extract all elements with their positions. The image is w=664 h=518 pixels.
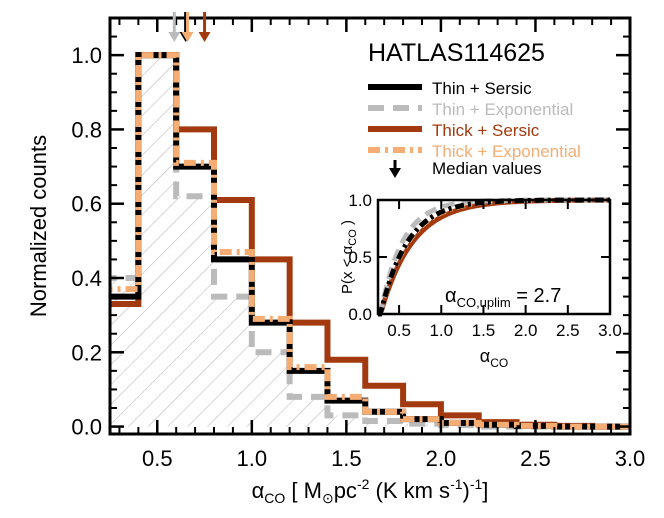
inset-background (366, 198, 622, 316)
main-axes (108, 16, 632, 436)
inset-x-tick-label: 2.5 (556, 321, 580, 340)
plot-frame (108, 16, 632, 436)
y-tick-label: 0.6 (71, 192, 102, 217)
inset-series-thin-exponential (377, 197, 610, 317)
legend-label-median: Median values (432, 159, 542, 178)
x-tick-label: 1.0 (237, 446, 268, 471)
inset-y-tick-label: 1.0 (348, 191, 372, 210)
legend-label: Thick + Sersic (432, 121, 540, 140)
y-tick-label: 0.8 (71, 117, 102, 142)
legend-label: Thick + Exponential (432, 142, 581, 161)
y-tick-label: 0.0 (71, 415, 102, 440)
inset-y-tick-label: 0.0 (348, 305, 372, 324)
inset-annotation: αCO,uplim = 2.7 (445, 285, 561, 310)
inset-x-axis-label: αCO (480, 346, 508, 370)
median-arrow-thin-exponential (168, 12, 181, 42)
x-axis-label: αCO [ M⊙pc-2 (K km s-1)-1] (252, 476, 489, 506)
series-thin-exponential (110, 52, 630, 430)
inset-x-tick-label: 0.5 (387, 321, 411, 340)
inset-tick-labels: 0.5 1.0 1.5 2.0 2.5 3.0 0.0 0.5 1.0 (348, 191, 621, 340)
inset-series-thin-sersic (377, 197, 610, 317)
arrow-head (389, 168, 401, 178)
inset-chart: 0.5 1.0 1.5 2.0 2.5 3.0 0.0 0.5 1.0 αCO,uplim = … (339, 191, 622, 370)
legend-label: Thin + Sersic (432, 79, 532, 98)
inset-y-tick-label: 0.5 (348, 248, 372, 267)
inset-y-axis-label: P(x < αCO ) (339, 220, 359, 294)
tick-labels: 0.5 1.0 1.5 2.0 2.5 3.0 0.0 0.2 0.4 0.6 0.8 1.0 (71, 43, 645, 471)
x-tick-label: 1.5 (331, 446, 362, 471)
median-arrows (168, 12, 211, 42)
arrow-head (168, 32, 181, 42)
median-arrow-thick-sersic (198, 12, 211, 42)
y-tick-label: 0.4 (71, 266, 102, 291)
y-tick-label: 1.0 (71, 43, 102, 68)
inset-x-tick-label: 1.0 (429, 321, 453, 340)
x-tick-label: 2.0 (426, 446, 457, 471)
inset-x-tick-label: 2.0 (514, 321, 538, 340)
chart-title: HATLAS114625 (368, 39, 545, 67)
x-tick-label: 3.0 (615, 446, 646, 471)
y-tick-label: 0.2 (71, 340, 102, 365)
series-thick-exponential (110, 52, 630, 430)
arrow-head (181, 32, 194, 42)
arrow-head (198, 32, 211, 42)
y-axis-label: Normalized counts (26, 135, 51, 317)
x-tick-label: 2.5 (520, 446, 551, 471)
hatch-fill (110, 55, 630, 427)
inset-x-tick-label: 1.5 (472, 321, 496, 340)
legend-label: Thin + Exponential (432, 100, 573, 119)
legend-median-arrow (389, 160, 401, 178)
x-tick-label: 0.5 (142, 446, 173, 471)
inset-x-tick-label: 3.0 (598, 321, 622, 340)
median-arrow-thick-exponential (181, 12, 194, 42)
hatched-area (110, 55, 630, 427)
inset-axes (376, 198, 612, 316)
